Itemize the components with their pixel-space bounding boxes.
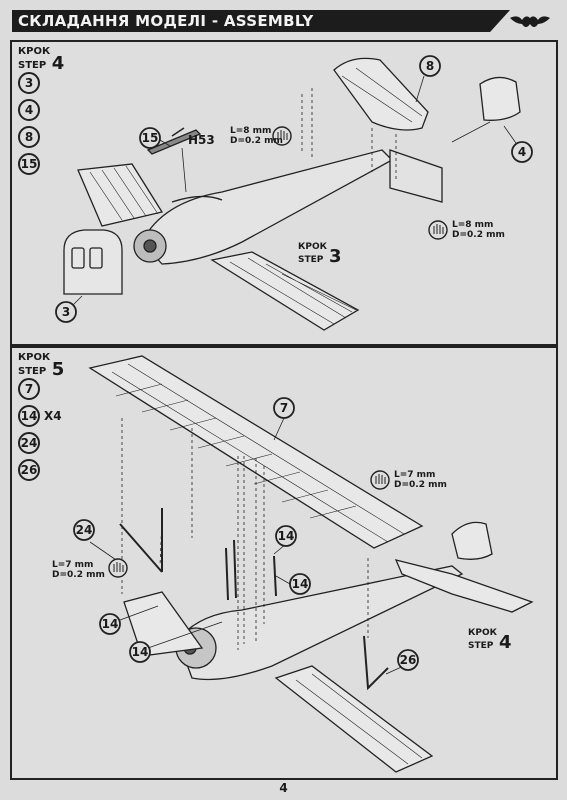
step-4-parts-list: 3 4 8 15 — [18, 72, 40, 180]
hand-icon — [108, 558, 128, 578]
callout-3: 3 — [55, 301, 77, 323]
callout-24-label: 24 — [76, 523, 93, 537]
callout-14a-label: 14 — [278, 529, 295, 543]
part-number: 15 — [18, 153, 40, 175]
callout-4-label: 4 — [518, 145, 526, 159]
callout-14: 14 — [275, 525, 297, 547]
rigging-note-1: L=7 mm D=0.2 mm — [394, 470, 447, 490]
part-number: 24 — [18, 432, 40, 454]
step-5-diagram: 7 24 14 14 14 14 — [73, 355, 534, 773]
callout-7-label: 7 — [280, 401, 288, 415]
quantity-label: X4 — [44, 409, 62, 423]
callout-3-label: 3 — [62, 305, 70, 319]
callout-14: 14 — [289, 573, 311, 595]
rigging-note-1: L=8 mm D=0.2 mm — [230, 126, 283, 146]
callout-7: 7 — [273, 397, 295, 419]
rigging-note-2: L=8 mm D=0.2 mm — [452, 220, 505, 240]
step-4-diagram: 15 H53 8 4 3 — [55, 55, 533, 331]
hand-icon — [272, 126, 292, 146]
part-number: 8 — [18, 126, 40, 148]
callout-26: 26 — [397, 649, 419, 671]
bat-logo-icon — [510, 16, 550, 27]
callout-14d-label: 14 — [132, 645, 149, 659]
page-number: 4 — [279, 781, 288, 795]
callout-15-label: 15 — [142, 131, 159, 145]
callout-14c-label: 14 — [102, 617, 119, 631]
callout-8: 8 — [419, 55, 441, 77]
step-5-label: КРОК STEP 5 — [18, 352, 65, 380]
page-title: СКЛАДАННЯ МОДЕЛІ - ASSEMBLY — [18, 12, 314, 30]
callout-26-label: 26 — [400, 653, 417, 667]
part-h53-label: H53 — [188, 133, 215, 147]
callout-14: 14 — [129, 641, 151, 663]
callout-8-label: 8 — [426, 59, 434, 73]
part-number: 3 — [18, 72, 40, 94]
part-number: 26 — [18, 459, 40, 481]
callout-15: 15 — [139, 127, 161, 149]
callout-24: 24 — [73, 519, 95, 541]
step-4-reference: КРОК STEP 4 — [468, 628, 512, 653]
step-4-panel: КРОК STEP 4 3 4 8 15 — [10, 40, 558, 346]
rigging-note-2: L=7 mm D=0.2 mm — [52, 560, 105, 580]
part-number: 4 — [18, 99, 40, 121]
step-3-reference: КРОК STEP 3 — [298, 242, 342, 267]
callout-14b-label: 14 — [292, 577, 309, 591]
hand-icon — [370, 470, 390, 490]
callout-4: 4 — [511, 141, 533, 163]
part-number: 7 — [18, 378, 40, 400]
callout-14: 14 — [99, 613, 121, 635]
header-bar: СКЛАДАННЯ МОДЕЛІ - ASSEMBLY — [12, 10, 510, 32]
step-4-label: КРОК STEP 4 — [18, 46, 65, 74]
hand-icon — [428, 220, 448, 240]
